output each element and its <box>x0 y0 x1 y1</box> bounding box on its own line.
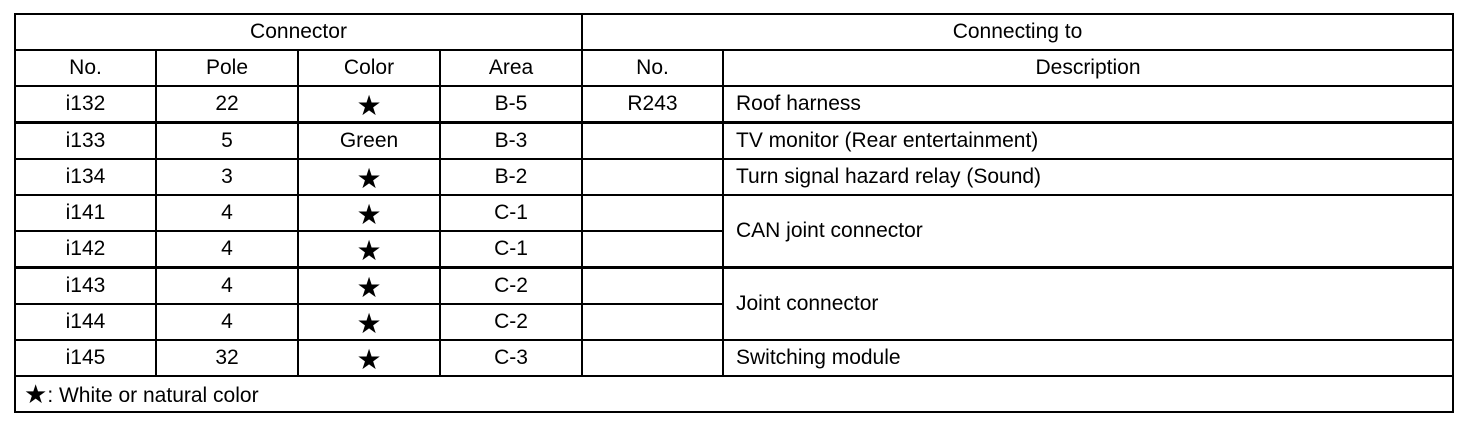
cell-pole: 32 <box>155 339 299 377</box>
column-header-row: No. Pole Color Area No. Description <box>14 49 1454 87</box>
column-header-no: No. <box>14 49 157 87</box>
cell-no: i141 <box>14 194 157 232</box>
cell-description: Switching module <box>722 339 1454 377</box>
cell-no: i143 <box>14 266 157 305</box>
cell-description: Joint connector <box>722 266 1454 341</box>
cell-no: i133 <box>14 121 157 160</box>
cell-to-no <box>581 266 724 305</box>
cell-to-no <box>581 121 724 160</box>
column-header-area: Area <box>439 49 583 87</box>
cell-color: ★ <box>297 266 441 305</box>
cell-to-no <box>581 194 724 232</box>
table-row: i133 5 Green B-3 TV monitor (Rear entert… <box>14 121 1454 160</box>
connector-table: Connector Connecting to No. Pole Color A… <box>14 13 1454 413</box>
cell-to-no <box>581 303 724 341</box>
star-icon: ★ <box>356 89 382 121</box>
table-row: i142 4 ★ C-1 <box>14 230 1453 269</box>
cell-pole: 4 <box>155 303 299 341</box>
cell-area: C-1 <box>439 194 583 232</box>
column-header-description: Description <box>722 49 1454 87</box>
table-row: i141 4 ★ C-1 CAN joint connector <box>14 194 1454 269</box>
cell-description: Turn signal hazard relay (Sound) <box>722 158 1454 196</box>
cell-to-no: R243 <box>581 85 724 124</box>
star-icon: ★ <box>356 234 382 266</box>
table-row: i134 3 ★ B-2 Turn signal hazard relay (S… <box>14 158 1454 196</box>
cell-area: C-1 <box>439 230 583 269</box>
cell-description: TV monitor (Rear entertainment) <box>722 121 1454 160</box>
cell-color: ★ <box>297 339 441 377</box>
star-icon: ★ <box>356 271 382 303</box>
cell-no: i144 <box>14 303 157 341</box>
footnote-row: ★: White or natural color <box>14 375 1454 413</box>
footnote: ★: White or natural color <box>14 375 1454 413</box>
cell-area: C-3 <box>439 339 583 377</box>
star-icon: ★ <box>356 198 382 230</box>
column-header-to-no: No. <box>581 49 724 87</box>
cell-pole: 3 <box>155 158 299 196</box>
star-icon: ★ <box>24 379 48 409</box>
cell-no: i134 <box>14 158 157 196</box>
footnote-text: : White or natural color <box>47 384 259 407</box>
star-icon: ★ <box>356 343 382 375</box>
cell-color: ★ <box>297 230 441 269</box>
table-row: i143 4 ★ C-2 Joint connector <box>14 266 1454 341</box>
cell-to-no <box>581 158 724 196</box>
cell-color: Green <box>297 121 441 160</box>
table-row: i144 4 ★ C-2 <box>14 303 1453 341</box>
cell-color: ★ <box>297 303 441 341</box>
cell-no: i132 <box>14 85 157 124</box>
cell-color: ★ <box>297 85 441 124</box>
cell-area: B-5 <box>439 85 583 124</box>
cell-no: i142 <box>14 230 157 269</box>
cell-area: B-3 <box>439 121 583 160</box>
connector-group-header: Connector <box>14 13 583 51</box>
cell-pole: 4 <box>155 266 299 305</box>
cell-description: CAN joint connector <box>722 194 1454 269</box>
star-icon: ★ <box>356 162 382 194</box>
cell-color: ★ <box>297 194 441 232</box>
cell-pole: 4 <box>155 194 299 232</box>
star-icon: ★ <box>356 307 382 339</box>
cell-pole: 22 <box>155 85 299 124</box>
cell-no: i145 <box>14 339 157 377</box>
column-header-pole: Pole <box>155 49 299 87</box>
cell-area: C-2 <box>439 303 583 341</box>
column-header-color: Color <box>297 49 441 87</box>
table-row: i145 32 ★ C-3 Switching module <box>14 339 1454 377</box>
cell-pole: 5 <box>155 121 299 160</box>
cell-pole: 4 <box>155 230 299 269</box>
cell-area: B-2 <box>439 158 583 196</box>
group-header-row: Connector Connecting to <box>14 13 1454 51</box>
connecting-to-group-header: Connecting to <box>581 13 1454 51</box>
connector-table-wrapper: Connector Connecting to No. Pole Color A… <box>14 13 1454 413</box>
table-row: i132 22 ★ B-5 R243 Roof harness <box>14 85 1454 124</box>
cell-area: C-2 <box>439 266 583 305</box>
cell-to-no <box>581 230 724 269</box>
cell-to-no <box>581 339 724 377</box>
cell-description: Roof harness <box>722 85 1454 124</box>
cell-color: ★ <box>297 158 441 196</box>
